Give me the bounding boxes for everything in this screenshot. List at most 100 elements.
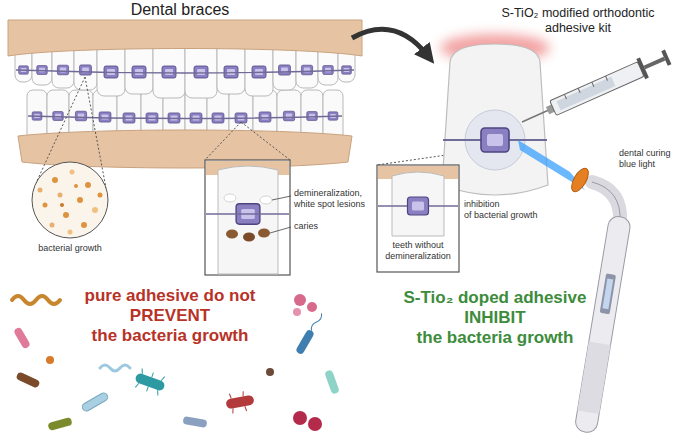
text-line: Dental braces — [120, 1, 240, 20]
bacteria — [13, 326, 31, 349]
bacteria — [147, 387, 149, 392]
inset-demineralized — [243, 233, 255, 242]
bacteria — [324, 369, 340, 394]
lower-brackets — [53, 112, 64, 121]
text-line: demineralization — [378, 251, 458, 262]
bacteria — [12, 294, 340, 431]
bacteria-dots — [81, 222, 87, 228]
inset-demineralized — [205, 160, 290, 275]
inset-healthy — [377, 165, 459, 272]
bacteria — [324, 369, 340, 394]
syringe — [578, 88, 580, 93]
zoom-lines — [205, 122, 241, 160]
inset-healthy — [408, 197, 429, 215]
bacteria — [161, 376, 165, 381]
text-line: PREVENT — [70, 306, 270, 326]
bacteria-dots — [74, 184, 78, 188]
kit-label: S-TiO₂ modified orthodontic adhesive kit — [478, 6, 678, 36]
text-line: the bacteria growth — [390, 328, 600, 348]
bacteria-dots — [60, 203, 64, 207]
bacteria — [135, 368, 164, 395]
panel-title: Dental braces — [120, 1, 240, 20]
upper-brackets — [57, 65, 68, 75]
bacteria — [266, 368, 274, 376]
syringe — [550, 62, 644, 116]
bacteria — [293, 308, 301, 316]
upper-brackets — [132, 66, 146, 78]
upper-brackets — [194, 66, 208, 78]
syringe — [592, 82, 594, 87]
inhibition-label: inhibition of bacterial growth — [464, 199, 554, 220]
bacteria-dots — [58, 193, 63, 198]
bacteria — [224, 390, 255, 415]
bacteria — [307, 302, 317, 312]
treated-tooth — [481, 128, 509, 152]
text-line: caries — [294, 221, 334, 232]
bacteria-dots — [38, 170, 103, 235]
text-line: the bacteria growth — [70, 326, 270, 346]
bacteria — [156, 390, 160, 395]
bacteria-dots — [92, 207, 98, 213]
bacteria — [152, 373, 154, 378]
bacteria — [242, 391, 244, 396]
syringe — [518, 47, 673, 132]
inset-demineralized — [226, 230, 238, 239]
text-line: white spot lesions — [294, 199, 376, 210]
healthy-label: teeth without demineralization — [378, 240, 458, 261]
curing-light — [577, 341, 610, 414]
syringe — [661, 50, 671, 66]
inset-demineralized — [258, 229, 270, 238]
syringe — [606, 76, 608, 81]
bacteria-dots — [98, 193, 103, 198]
bacteria — [295, 311, 325, 355]
text-line: adhesive kit — [478, 21, 678, 36]
bacteria — [15, 371, 40, 388]
bacteria — [15, 371, 40, 388]
bacteria — [13, 326, 31, 349]
bacteria — [294, 294, 306, 306]
inset-healthy — [392, 172, 444, 236]
bacteria — [134, 372, 166, 392]
lesion-label: demineralization, white spot lesions — [294, 188, 376, 209]
upper-brackets — [224, 66, 238, 78]
upper-brackets — [301, 65, 312, 75]
bacteria-dots — [52, 177, 58, 183]
bacteria — [229, 394, 231, 399]
upper-brackets — [279, 65, 291, 75]
bacteria — [308, 417, 322, 431]
bacteria — [46, 356, 54, 364]
transition-arrow — [352, 29, 428, 56]
curing-light — [574, 215, 631, 434]
leader-lines — [270, 227, 291, 233]
text-line: demineralization, — [294, 188, 376, 199]
bacteria — [182, 416, 207, 428]
zoom-circle — [32, 162, 108, 238]
bacteria — [47, 417, 72, 431]
bacteria — [135, 383, 139, 388]
bacteria — [132, 367, 167, 396]
curing-light — [600, 273, 616, 314]
bacteria — [232, 408, 234, 413]
text-line: S-TiO₂ modified orthodontic — [478, 6, 678, 21]
text-line: blue light — [619, 159, 681, 170]
bacteria — [295, 329, 315, 356]
inset-demineralized — [205, 160, 290, 275]
syringe — [557, 77, 616, 111]
pure-adhesive-statement: pure adhesive do not PREVENT the bacteri… — [70, 286, 270, 346]
bacteria-dots — [38, 188, 43, 193]
bacteria-dots — [68, 230, 73, 235]
lower-archwire — [28, 116, 342, 119]
bacteria — [81, 392, 109, 413]
lower-brackets — [75, 111, 86, 121]
bacteria-dots — [50, 223, 55, 228]
upper-brackets — [80, 65, 92, 75]
curing-light — [592, 182, 620, 222]
upper-brackets — [162, 66, 176, 78]
inset-demineralized — [260, 196, 272, 204]
upper-brackets — [323, 66, 334, 75]
bacteria — [225, 395, 254, 410]
curing-light — [518, 140, 631, 434]
text-line: pure adhesive do not — [70, 286, 270, 306]
